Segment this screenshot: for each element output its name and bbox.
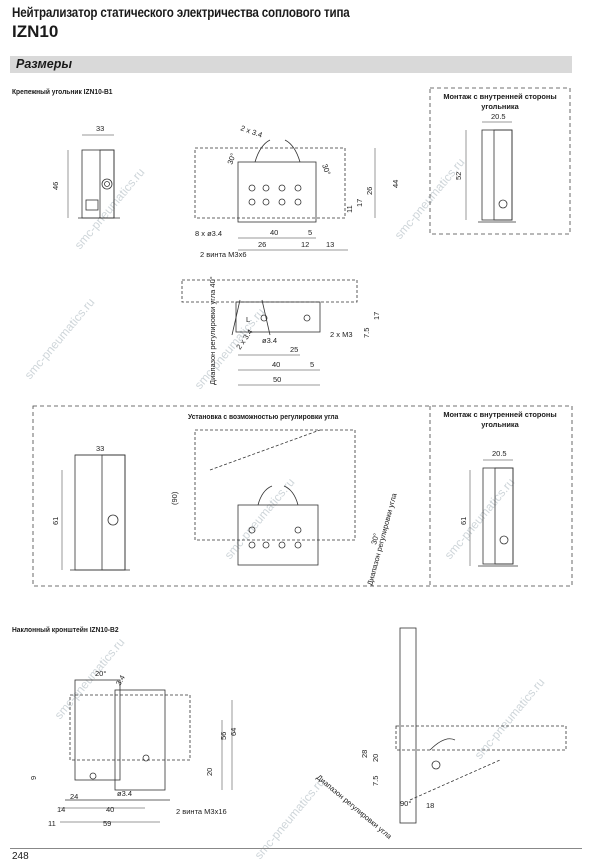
svg-text:25: 25: [290, 345, 298, 354]
svg-text:13: 13: [326, 240, 334, 249]
svg-text:30°: 30°: [225, 152, 237, 166]
svg-text:smc-pneumatics.ru: smc-pneumatics.ru: [192, 305, 268, 392]
b1-side-view: [78, 149, 120, 219]
inner-mount-label-2: Монтаж с внутренней стороны угольника: [443, 410, 557, 429]
svg-text:20: 20: [205, 768, 214, 776]
svg-text:2 x M3: 2 x M3: [330, 330, 353, 339]
svg-text:40: 40: [106, 805, 114, 814]
dashed-frames: [32, 87, 573, 587]
svg-text:2 x 3.4: 2 x 3.4: [239, 123, 263, 139]
svg-text:50: 50: [273, 375, 281, 384]
svg-text:24: 24: [70, 792, 78, 801]
svg-text:7.5: 7.5: [362, 328, 371, 338]
svg-text:33: 33: [96, 124, 104, 133]
svg-text:17: 17: [372, 312, 381, 320]
svg-text:ø3.4: ø3.4: [117, 789, 132, 798]
svg-text:33: 33: [96, 444, 104, 453]
svg-text:ø3.4: ø3.4: [262, 336, 277, 345]
page-number: 248: [12, 851, 29, 862]
svg-text:64: 64: [229, 728, 238, 736]
svg-text:40: 40: [272, 360, 280, 369]
svg-text:3.4: 3.4: [114, 673, 127, 687]
svg-text:(90): (90): [170, 491, 179, 505]
svg-text:17: 17: [355, 199, 364, 207]
svg-text:44: 44: [391, 180, 400, 188]
svg-text:46: 46: [51, 182, 60, 190]
page-title: Нейтрализатор статического электричества…: [12, 5, 350, 20]
svg-text:9: 9: [29, 776, 38, 780]
svg-text:20.5: 20.5: [492, 449, 507, 458]
svg-text:5: 5: [308, 228, 312, 237]
svg-text:8 x ø3.4: 8 x ø3.4: [195, 229, 222, 238]
svg-text:14: 14: [57, 805, 65, 814]
svg-text:20.5: 20.5: [491, 112, 506, 121]
svg-text:20: 20: [371, 754, 380, 762]
svg-text:90°: 90°: [400, 799, 411, 808]
svg-text:30°: 30°: [320, 163, 332, 177]
b2-front-view: [65, 679, 191, 801]
dimension-lines: [60, 121, 513, 823]
svg-text:40: 40: [270, 228, 278, 237]
svg-text:11: 11: [48, 819, 56, 828]
svg-text:L: L: [246, 315, 250, 324]
svg-text:30°: 30°: [369, 532, 381, 545]
bracket-b1-label: Крепежный угольник IZN10-B1: [12, 87, 113, 96]
svg-text:Диапазон регулировки угла 40°: Диапазон регулировки угла 40°: [208, 276, 217, 385]
svg-text:5: 5: [310, 360, 314, 369]
svg-text:61: 61: [51, 517, 60, 525]
angle-adjust-label: Установка с возможностью регулировки угл…: [188, 412, 339, 421]
svg-text:18: 18: [426, 801, 434, 810]
svg-text:smc-pneumatics.ru: smc-pneumatics.ru: [442, 475, 518, 562]
callouts: 2 x 3.4 8 x ø3.4 2 винта М3x6 2 x M3 ø3.…: [117, 123, 399, 841]
svg-text:smc-pneumatics.ru: smc-pneumatics.ru: [392, 155, 468, 242]
svg-text:2 винта М3x6: 2 винта М3x6: [200, 250, 247, 259]
svg-text:11: 11: [345, 205, 354, 213]
footer-rule: [10, 848, 582, 849]
model-title: IZN10: [12, 22, 59, 41]
svg-text:2 винта М3x16: 2 винта М3x16: [176, 807, 227, 816]
svg-text:61: 61: [459, 517, 468, 525]
b1-inner-mount-view: [478, 129, 516, 223]
svg-text:7.5: 7.5: [371, 776, 380, 786]
svg-text:56: 56: [219, 732, 228, 740]
svg-text:Диапазон регулировки угла: Диапазон регулировки угла: [315, 773, 394, 842]
b2-side-view: [395, 627, 567, 824]
svg-text:smc-pneumatics.ru: smc-pneumatics.ru: [222, 475, 298, 562]
angle-side-view: [70, 454, 130, 571]
angle-inner-mount-view: [478, 467, 518, 567]
svg-text:20°: 20°: [95, 669, 106, 678]
bracket-b2-label: Наклонный кронштейн IZN10-B2: [12, 625, 119, 634]
svg-text:28: 28: [360, 750, 369, 758]
svg-text:smc-pneumatics.ru: smc-pneumatics.ru: [472, 675, 548, 762]
svg-text:52: 52: [454, 172, 463, 180]
section-label: Размеры: [16, 57, 73, 71]
svg-text:smc-pneumatics.ru: smc-pneumatics.ru: [72, 165, 148, 252]
svg-text:12: 12: [301, 240, 309, 249]
section-bar: Размеры: [10, 56, 572, 73]
svg-text:smc-pneumatics.ru: smc-pneumatics.ru: [22, 295, 98, 382]
angle-front-view: [194, 429, 356, 566]
inner-mount-label-1: Монтаж с внутренней стороны угольника: [443, 92, 557, 111]
svg-text:26: 26: [365, 187, 374, 195]
svg-text:26: 26: [258, 240, 266, 249]
svg-text:59: 59: [103, 819, 111, 828]
b1-top-view: [181, 279, 358, 336]
watermark: smc-pneumatics.ru smc-pneumatics.ru smc-…: [22, 155, 548, 862]
b1-front-view: [194, 139, 346, 223]
